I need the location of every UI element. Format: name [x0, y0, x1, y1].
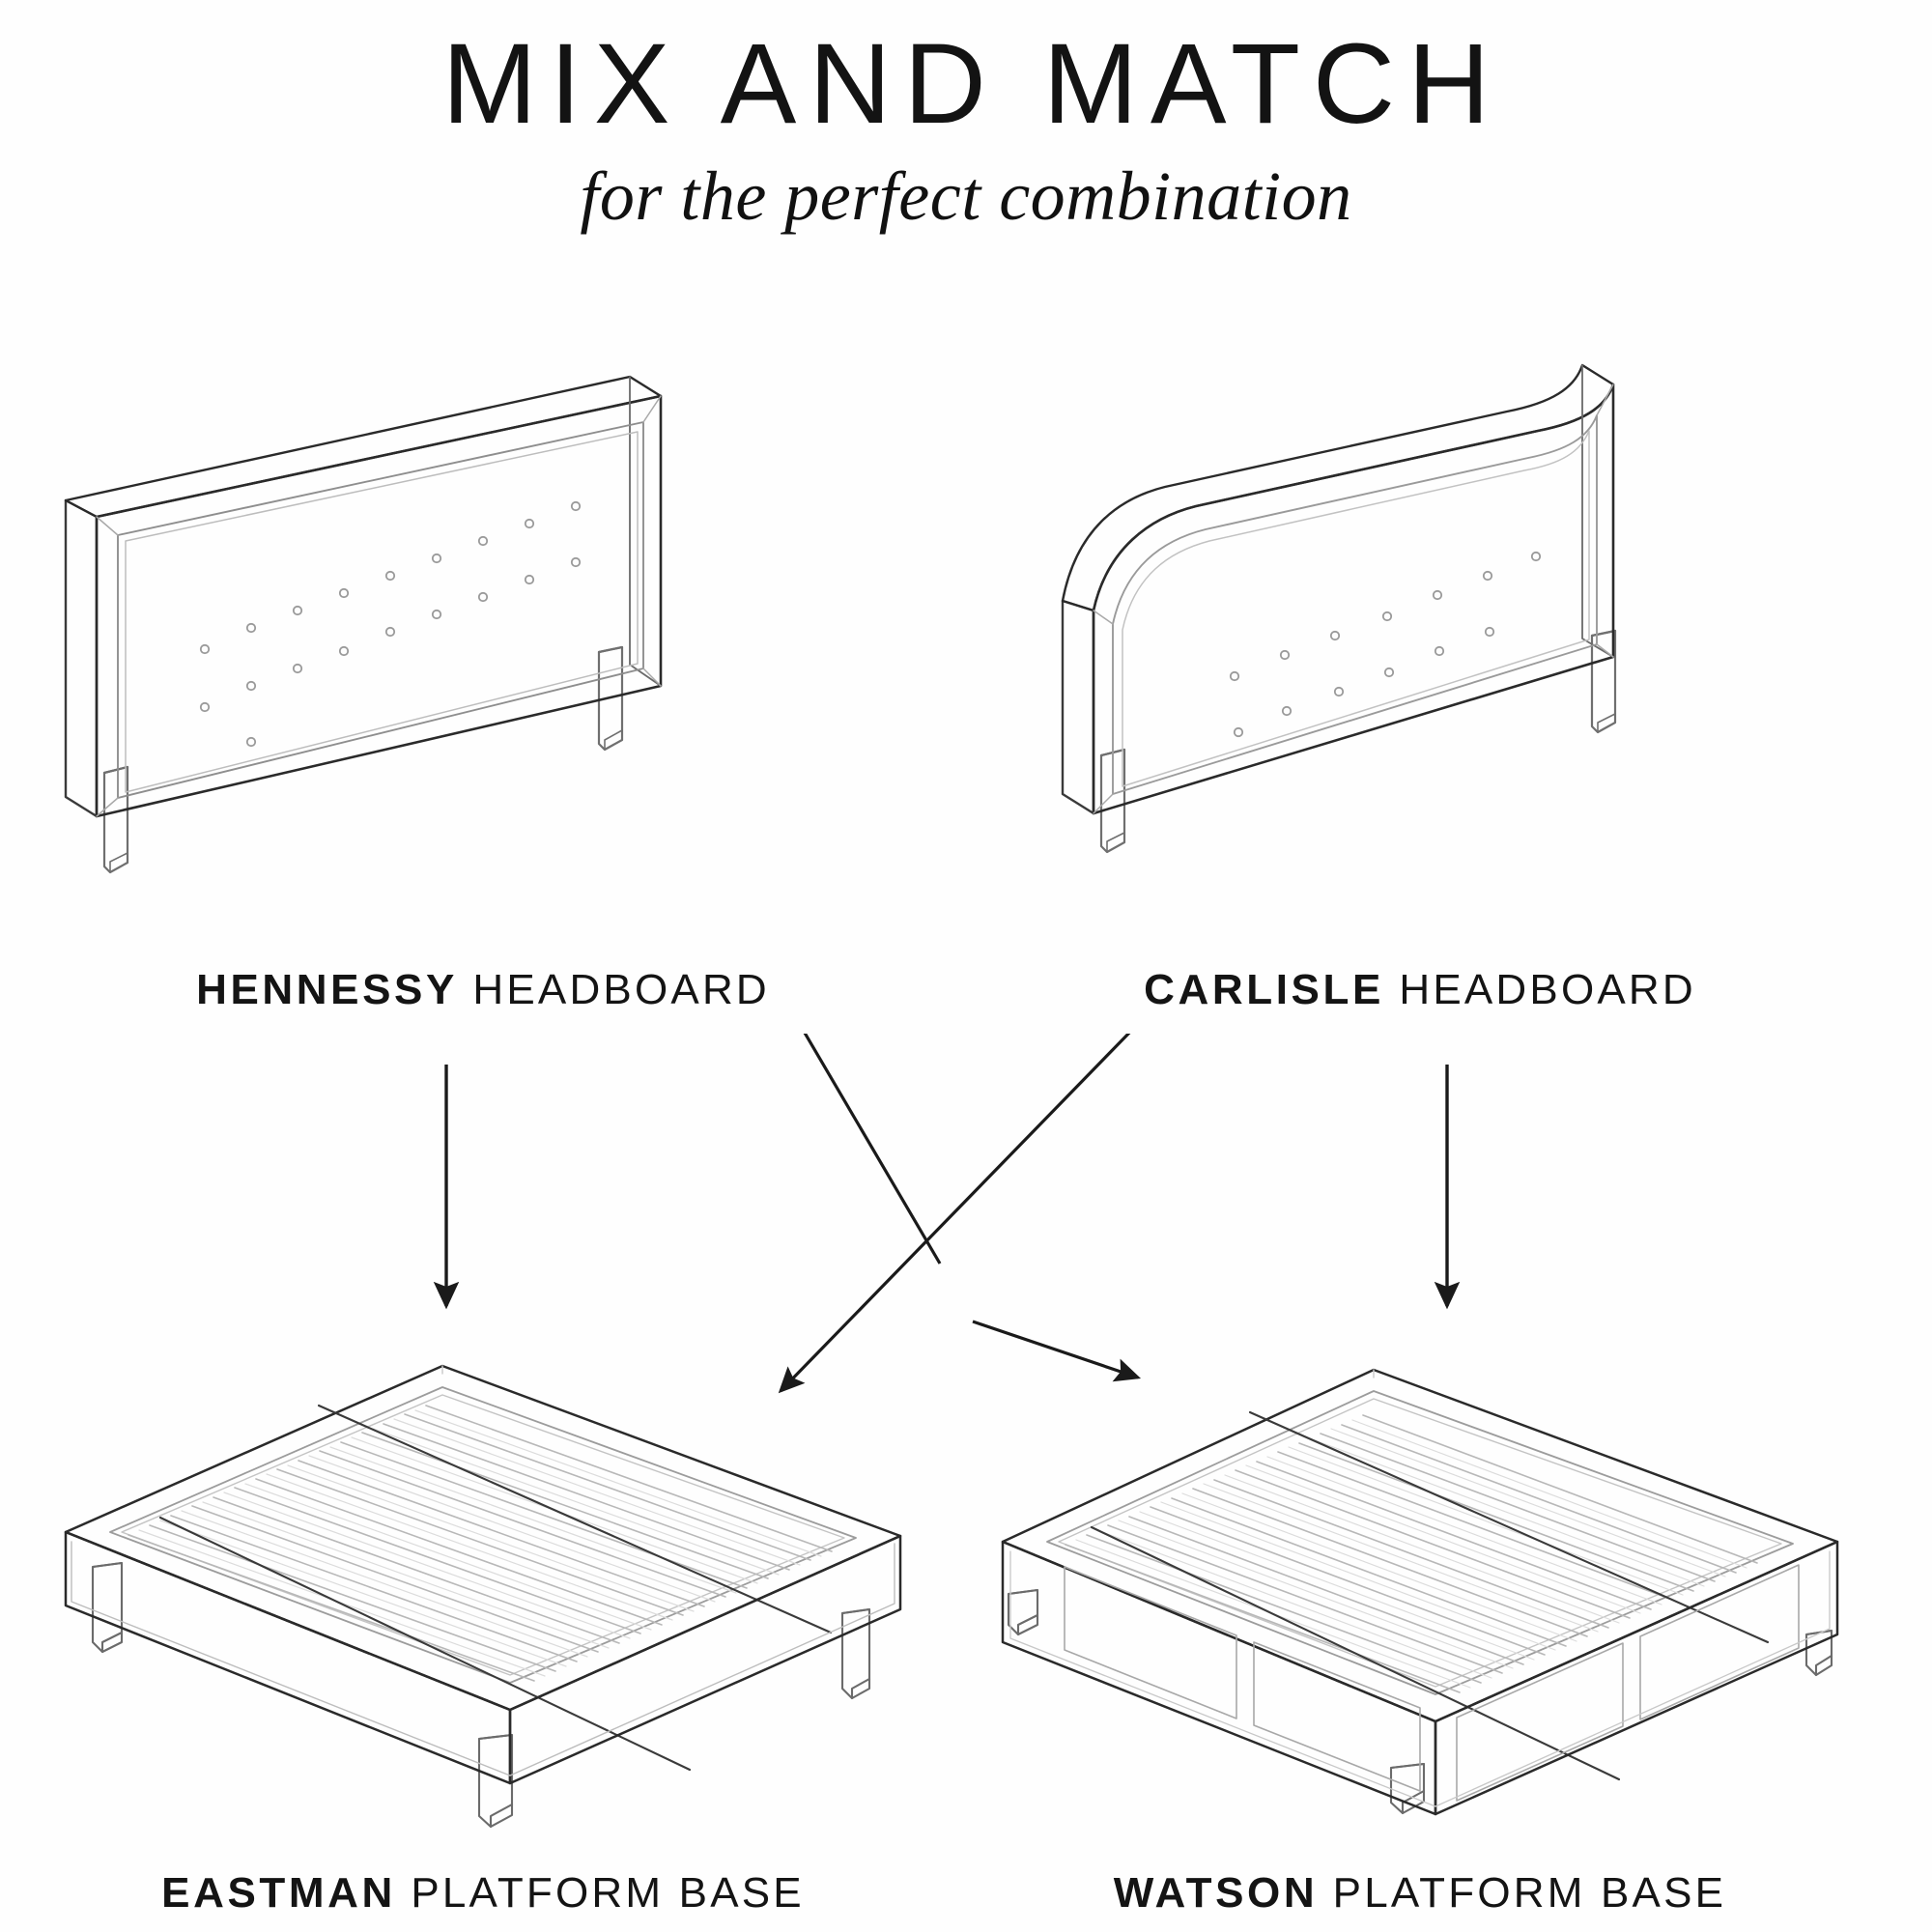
product-type-eastman: PLATFORM BASE: [395, 1869, 805, 1917]
product-name-carlisle: CARLISLE: [1144, 966, 1384, 1013]
hennessy-headboard-illustration: [64, 375, 663, 874]
product-type-carlisle: HEADBOARD: [1383, 966, 1696, 1013]
tufting-buttons: [199, 500, 582, 748]
header: MIX AND MATCH for the perfect combinatio…: [0, 0, 1932, 235]
page-subtitle: for the perfect combination: [580, 156, 1352, 235]
product-watson-platform-base[interactable]: [995, 1352, 1845, 1835]
product-eastman-platform-base[interactable]: [58, 1352, 908, 1835]
product-carlisle-headboard[interactable]: [995, 357, 1845, 898]
product-name-eastman: EASTMAN: [161, 1869, 396, 1917]
carlisle-headboard-illustration: [1061, 363, 1617, 854]
arrow-carlisle-to-eastman: [778, 1034, 1131, 1394]
product-type-watson: PLATFORM BASE: [1318, 1869, 1727, 1917]
product-label-carlisle: CARLISLE HEADBOARD: [995, 966, 1845, 1014]
connection-arrows: [433, 1034, 1461, 1394]
tufting-buttons: [1229, 551, 1542, 738]
product-hennessy-headboard[interactable]: [58, 357, 908, 898]
product-type-hennessy: HEADBOARD: [457, 966, 770, 1013]
page-title: MIX AND MATCH: [441, 20, 1503, 148]
product-name-hennessy: HENNESSY: [196, 966, 458, 1013]
arrow-hennessy-to-watson-segment-a: [803, 1034, 942, 1264]
product-label-eastman: EASTMAN PLATFORM BASE: [58, 1869, 908, 1918]
product-label-watson: WATSON PLATFORM BASE: [995, 1869, 1845, 1918]
product-name-watson: WATSON: [1113, 1869, 1319, 1917]
watson-platform-base-illustration: [1001, 1368, 1839, 1816]
eastman-platform-base-illustration: [64, 1364, 902, 1829]
product-label-hennessy: HENNESSY HEADBOARD: [58, 966, 908, 1014]
arrow-hennessy-to-watson-segment-b: [972, 1320, 1142, 1382]
